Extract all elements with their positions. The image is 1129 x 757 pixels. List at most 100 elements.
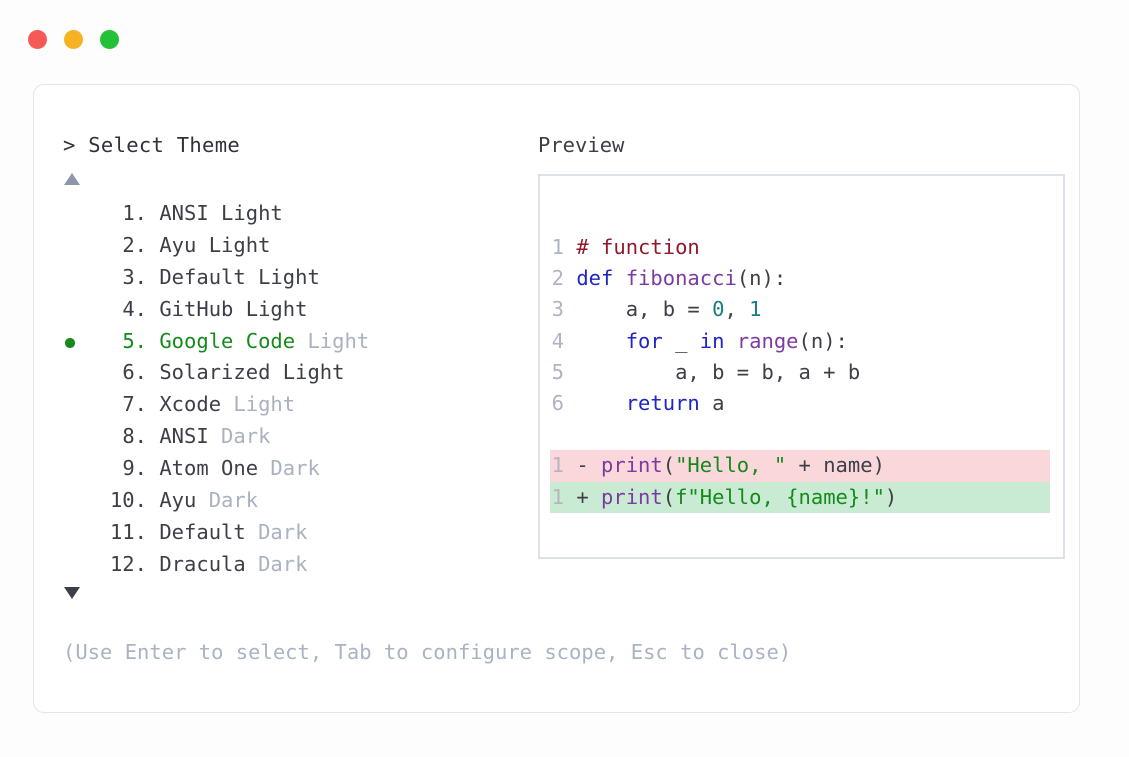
code-token: (n): <box>798 328 848 353</box>
theme-item-name: Google Code <box>147 328 296 353</box>
code-token: # function <box>576 235 700 259</box>
traffic-light-group <box>28 30 119 49</box>
code-line: 4 for _ in range(n): <box>550 326 1050 357</box>
code-token: for <box>625 328 663 353</box>
code-token: (n): <box>736 266 787 291</box>
theme-list-item[interactable]: 2. Ayu Light <box>63 230 513 262</box>
diff-marker: + <box>564 484 602 509</box>
theme-list-item[interactable]: 6. Solarized Light <box>63 357 513 389</box>
diff-removed-line: 1 - print("Hello, " + name) <box>550 450 1050 482</box>
code-token: in <box>699 328 725 353</box>
theme-item-name: Dracula <box>147 551 246 576</box>
theme-item-number: 9. <box>122 456 147 481</box>
theme-item-number: 10. <box>109 488 147 513</box>
theme-list-item[interactable]: 1. ANSI Light <box>63 198 513 230</box>
theme-item-variant: Dark <box>245 519 308 544</box>
theme-item-number: 2. <box>122 232 147 257</box>
code-token: 0 <box>712 297 725 322</box>
preview-label: Preview <box>538 133 625 157</box>
code-token: ( <box>662 484 676 509</box>
theme-item-variant: Dark <box>208 424 271 449</box>
line-number: 1 <box>551 235 564 259</box>
theme-item-number: 12. <box>109 551 147 576</box>
gutter-gap <box>564 329 576 353</box>
theme-list-item[interactable]: 10. Ayu Dark <box>63 485 513 517</box>
theme-item-name: Atom One <box>147 456 259 481</box>
code-token: def <box>576 266 626 291</box>
theme-item-name: ANSI <box>147 424 209 449</box>
code-token: ( <box>662 453 676 478</box>
code-token: ) <box>884 484 898 509</box>
gutter-gap <box>564 297 576 321</box>
minimize-window-button[interactable] <box>64 30 83 49</box>
theme-item-number: 6. <box>122 360 147 385</box>
theme-item-number: 3. <box>122 264 147 289</box>
code-line: 5 a, b = b, a + b <box>550 357 1050 388</box>
page-title: > Select Theme <box>63 133 240 157</box>
theme-list-item[interactable]: 4. GitHub Light <box>63 294 513 326</box>
code-token: 1 <box>749 297 762 322</box>
code-token: a, b = b, a + b <box>576 359 861 384</box>
theme-item-variant: Light <box>221 392 296 417</box>
code-token <box>576 329 625 353</box>
code-line: 6 return a <box>550 388 1050 419</box>
theme-item-number: 7. <box>122 392 147 417</box>
theme-list-item[interactable]: 8. ANSI Dark <box>63 421 513 453</box>
code-token: print <box>601 453 663 478</box>
theme-item-name: Ayu <box>147 488 197 513</box>
line-number: 4 <box>551 328 564 353</box>
theme-item-variant: Light <box>295 328 370 353</box>
code-token: a <box>699 390 725 415</box>
theme-list-item[interactable]: 11. Default Dark <box>63 517 513 549</box>
triangle-up-icon[interactable] <box>64 173 80 185</box>
line-number: 3 <box>551 297 564 322</box>
theme-item-number: 4. <box>122 296 147 321</box>
code-token: print <box>601 484 663 509</box>
code-token: range <box>736 328 799 353</box>
theme-list-item[interactable]: 9. Atom One Dark <box>63 453 513 485</box>
code-token <box>576 391 625 415</box>
theme-item-name: GitHub Light <box>147 296 308 321</box>
theme-item-variant: Dark <box>245 551 308 576</box>
line-number: 1 <box>551 484 564 509</box>
gutter-gap <box>564 360 576 384</box>
triangle-down-icon[interactable] <box>64 587 80 599</box>
theme-item-number: 11. <box>109 519 147 544</box>
theme-item-name: ANSI Light <box>147 201 283 225</box>
window-titlebar <box>0 0 1129 76</box>
theme-item-name: Solarized Light <box>147 360 345 385</box>
theme-item-name: Default <box>147 519 246 544</box>
code-spacer <box>550 419 1050 450</box>
code-line: 1 # function <box>550 232 1050 263</box>
gutter-gap <box>564 391 576 415</box>
theme-list-item[interactable]: 3. Default Light <box>63 262 513 294</box>
close-window-button[interactable] <box>28 30 47 49</box>
selected-indicator-dot <box>65 338 75 348</box>
diff-marker: - <box>564 453 602 478</box>
code-token: _ <box>662 328 700 353</box>
code-token: a, b = <box>576 297 713 322</box>
theme-item-variant: Dark <box>196 488 259 513</box>
code-line: 3 a, b = 0, 1 <box>550 294 1050 325</box>
code-line: 2 def fibonacci(n): <box>550 263 1050 294</box>
maximize-window-button[interactable] <box>100 30 119 49</box>
theme-item-number: 8. <box>122 424 147 449</box>
gutter-gap <box>564 235 576 259</box>
theme-list-item[interactable]: 12. Dracula Dark <box>63 549 513 581</box>
line-number: 5 <box>551 359 564 384</box>
line-number: 1 <box>551 453 564 478</box>
theme-item-name: Ayu Light <box>147 232 271 257</box>
theme-item-name: Xcode <box>147 392 222 417</box>
line-number: 6 <box>551 390 564 415</box>
theme-list-item[interactable]: 7. Xcode Light <box>63 389 513 421</box>
theme-item-variant: Dark <box>258 456 320 481</box>
code-token: , <box>724 297 750 322</box>
theme-list-item[interactable]: 5. Google Code Light <box>63 326 513 358</box>
gutter-gap <box>564 266 576 290</box>
code-token: "Hello, " <box>675 453 787 478</box>
code-token <box>724 329 736 353</box>
